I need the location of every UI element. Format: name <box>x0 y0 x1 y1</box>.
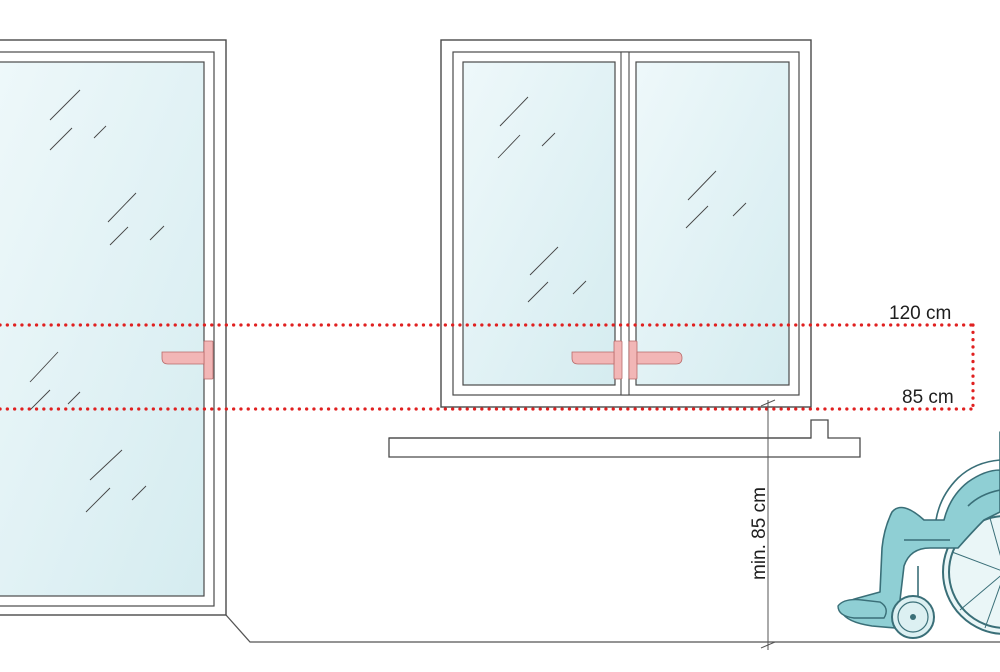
height-band <box>0 323 975 411</box>
label-120cm: 120 cm <box>889 303 951 324</box>
window-mullion <box>620 51 630 396</box>
window-left-glass <box>462 61 616 386</box>
label-min-85cm: min. 85 cm <box>749 487 770 580</box>
sill-dimension <box>760 399 776 650</box>
door-handle <box>161 340 214 380</box>
wheelchair-icon <box>837 431 1000 639</box>
wheelchair-caster <box>891 595 935 639</box>
floor-line <box>225 614 1000 643</box>
window-right-glass <box>635 61 790 386</box>
window-handle-left <box>571 340 623 380</box>
door-glare <box>29 89 165 513</box>
label-85cm: 85 cm <box>902 387 954 408</box>
door-glass <box>0 61 205 597</box>
door-icon <box>0 39 227 616</box>
window-icon <box>388 39 861 458</box>
window-handle-right <box>628 340 683 380</box>
wheelchair-footrest <box>837 598 887 619</box>
door-inner-frame <box>0 51 215 607</box>
window-glare <box>497 96 747 303</box>
